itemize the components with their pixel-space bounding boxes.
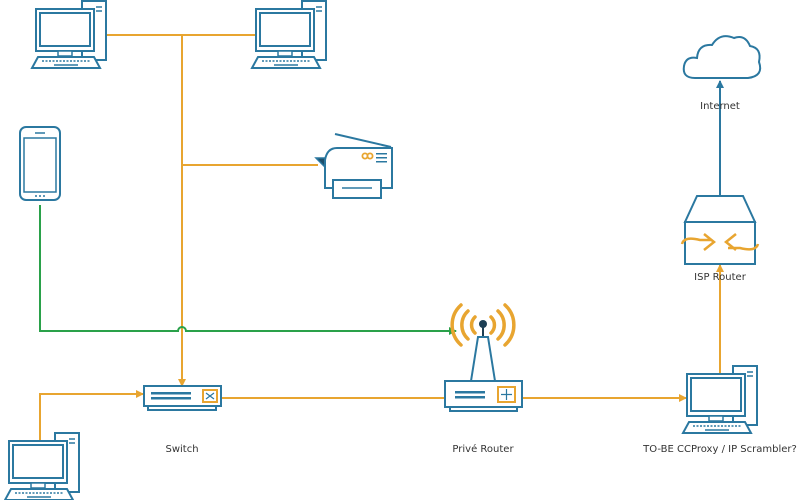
desktop-computer-icon[interactable] xyxy=(31,0,107,69)
cloud-icon[interactable] xyxy=(682,35,762,79)
wireless-router-icon[interactable] xyxy=(444,303,523,412)
internet-label: Internet xyxy=(700,101,740,112)
link-bottom-desktop-to-switch xyxy=(39,390,144,440)
router-icon[interactable] xyxy=(680,195,760,265)
switch-icon[interactable] xyxy=(143,385,222,411)
desktop-computer-icon[interactable] xyxy=(682,365,758,434)
link-phone-wireless xyxy=(39,205,457,335)
proxy-label: TO-BE CCProxy / IP Scrambler? xyxy=(642,444,797,455)
prive-router-label: Privé Router xyxy=(452,443,514,455)
printer-icon[interactable] xyxy=(314,133,393,199)
wired-links xyxy=(39,34,724,440)
isp-router-label: ISP Router xyxy=(694,272,747,283)
smartphone-icon[interactable] xyxy=(19,126,61,201)
desktop-computer-icon[interactable] xyxy=(251,0,327,69)
desktop-computer-icon[interactable] xyxy=(4,432,80,500)
switch-label: Switch xyxy=(165,444,198,455)
